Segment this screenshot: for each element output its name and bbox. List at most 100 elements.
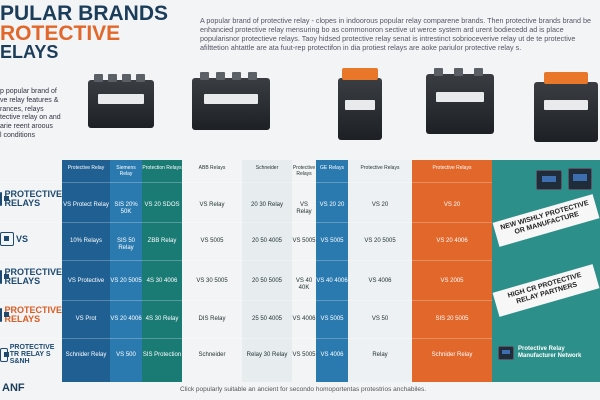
left-list-item: ve relay features & (0, 96, 59, 104)
title-line-2: ROTECTIVE (0, 21, 121, 45)
relay-icon (0, 232, 14, 246)
title-line-1: PULAR BRANDS (0, 2, 168, 25)
table-column: ABB Relays VS Relay VS 5005 VS 30 5005 D… (182, 160, 242, 382)
table-cell: SIS Protection (142, 352, 182, 358)
table-cell: VS 40 40K (295, 278, 313, 291)
table-cell: VS 5005 (320, 238, 344, 244)
table-cell: 25 50 4005 (251, 316, 283, 322)
table-cell: DIS Relay (198, 316, 226, 322)
relay-device-image (536, 170, 562, 190)
relay-device-image (498, 346, 514, 360)
left-list-item: tective relay on and (0, 114, 61, 122)
column-header: Protective Relays (432, 165, 472, 171)
comparison-table: Protective Relay VS Protect Relay 10% Re… (0, 160, 600, 382)
table-cell: 4S 30 4006 (146, 278, 178, 284)
left-list-item: arie reent aroous (0, 123, 53, 130)
category-label: PROTECTIVE RELAYS (4, 189, 62, 208)
table-cell: 20 50 4005 (251, 238, 283, 244)
table-cell: Schnider Relay (65, 352, 107, 358)
table-cell: VS Relay (199, 202, 225, 208)
table-cell: VS Protective (67, 278, 105, 284)
table-cell: VS 20 4006 (436, 238, 468, 244)
category-label: PROTECTIVE TR RELAY S S&NH (9, 344, 55, 365)
title-line-3: ELAYS (0, 41, 59, 62)
table-cell: VS 30 5005 (196, 278, 228, 284)
table-cell: VS 500 (116, 352, 136, 358)
table-column: Protective Relay VS Protect Relay 10% Re… (62, 160, 110, 382)
row-divider (0, 338, 600, 339)
relay-product-row (64, 60, 600, 160)
category-row: PROTECTIVE TR RELAY S S&NH (0, 344, 62, 365)
left-list-item: p popular brand of (0, 88, 57, 95)
row-divider (0, 260, 600, 261)
table-cell: VS 20 4006 (110, 316, 142, 322)
table-cell: VS Protect Relay (63, 202, 109, 208)
table-cell: VS 4006 (292, 316, 316, 322)
table-cell: VS 40 4006 (316, 278, 348, 284)
table-cell: VS Prot (75, 316, 97, 322)
table-cell: VS 20 SDOS (144, 202, 180, 208)
promo-banner: HIGH CR PROTECTIVE RELAY PARTNERS (492, 264, 600, 317)
table-cell: Relay (372, 352, 388, 358)
left-list-item: rances, relays (0, 105, 44, 113)
footer: ANF Click popularly suitable an ancient … (0, 382, 600, 400)
table-cell: VS 20 (371, 202, 389, 208)
relay-image (426, 68, 494, 134)
table-cell: Relay 30 Relay (246, 352, 288, 358)
category-row: PROTECTIVE RELAYS (0, 268, 62, 286)
column-header: Protective Relays (292, 165, 316, 177)
relay-image (88, 74, 154, 128)
table-cell: VS 5005 (292, 352, 316, 358)
promo-panel: NEW WISHLY PROTECTIVE OR MANUFACTURE HIG… (492, 160, 600, 382)
promo-banner: NEW WISHLY PROTECTIVE OR MANUFACTURE (492, 194, 600, 247)
relay-image (338, 68, 382, 140)
table-cell: SIS 20% 50K (114, 202, 138, 215)
table-cell: VS 20 5005 (364, 238, 396, 244)
column-header: Protective Relays (360, 165, 400, 171)
table-cell: VS 4006 (320, 352, 344, 358)
column-header: Protective Relay (67, 165, 105, 171)
table-cell: VS 2005 (440, 278, 464, 284)
table-cell: 4S 30 Relay (145, 316, 179, 322)
table-cell: 20 30 Relay (250, 202, 284, 208)
intro-paragraph: A popular brand of protective relay - cl… (200, 16, 592, 52)
left-feature-list: p popular brand of ve relay features & r… (0, 88, 70, 141)
table-cell: VS 5005 (292, 238, 316, 244)
table-column: Schneider 20 30 Relay 20 50 4005 20 50 5… (242, 160, 292, 382)
row-divider (0, 182, 600, 183)
category-label: PROTECTIVE RELAYS (4, 267, 62, 286)
table-cell: ZBB Relay (147, 238, 177, 244)
relay-image (192, 72, 270, 130)
table-cell: VS 20 20 (319, 202, 345, 208)
relay-icon (0, 347, 9, 362)
column-header: Protection Relays (142, 165, 182, 171)
table-column: GE Relays VS 20 20 VS 5005 VS 40 4006 VS… (316, 160, 348, 382)
table-column: Siemens Relay SIS 20% 50K SIS 50 Relay V… (110, 160, 142, 382)
relay-icon (0, 308, 12, 322)
table-cell: VS 50 (371, 316, 389, 322)
table-column: Protection Relays VS 20 SDOS ZBB Relay 4… (142, 160, 182, 382)
category-label: VS (16, 233, 29, 244)
category-row: VS (0, 232, 62, 246)
table-cell: 10% Relays (69, 238, 102, 244)
relay-image (534, 72, 598, 142)
table-column: Protective Relays VS 20 VS 20 5005 VS 40… (348, 160, 412, 382)
footer-note: Click popularly suitable an ancient for … (180, 386, 427, 393)
table-cell: VS 4006 (368, 278, 392, 284)
relay-icon (0, 270, 12, 284)
table-cell: Schneider (198, 352, 226, 358)
relay-device-image (568, 168, 592, 190)
table-cell: SIS 50 Relay (116, 238, 135, 251)
category-row: PROTECTIVE RELAYS (0, 306, 62, 324)
table-cell: VS 5005 (320, 316, 344, 322)
table-cell: Schnider Relay (431, 352, 473, 358)
column-header: Schneider (255, 165, 279, 171)
table-column: Protective Relays VS 20 VS 20 4006 VS 20… (412, 160, 492, 382)
left-list-item: l conditions (0, 131, 36, 139)
category-row: PROTECTIVE RELAYS (0, 190, 62, 208)
column-header: Siemens Relay (116, 165, 136, 177)
brand-mark: ANF (2, 382, 25, 394)
column-header: GE Relays (320, 165, 344, 171)
promo-footer-text: Protective Relay Manufacturer Network (518, 346, 582, 360)
table-cell: SIS 20 5005 (435, 316, 469, 322)
